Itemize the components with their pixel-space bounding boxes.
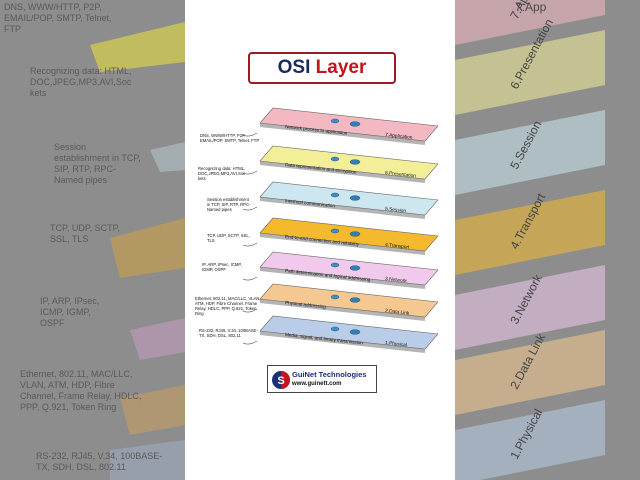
- connector-arrow: [242, 170, 258, 175]
- bg-right-slab: [455, 110, 605, 195]
- layer-slab: [259, 217, 439, 252]
- protocols-application: DNS, WWW/HTTP, P2P, EMAIL/POP, SMTP, Tel…: [200, 133, 260, 143]
- protocols-session: Session establishment in TCP, SIP, RTP, …: [207, 197, 251, 212]
- connector-arrow: [242, 242, 258, 247]
- bg-left-text-4: TCP, UDP, SCTP, SSL, TLS: [50, 223, 121, 244]
- bg-right-layer-7: 7.App: [455, 0, 605, 45]
- network-device-icon: [330, 192, 361, 201]
- protocols-transport: TCP, UDP, SCTP, SSL, TLS: [207, 233, 250, 243]
- network-device-icon: [330, 262, 361, 271]
- protocols-network: IP, ARP, IPsec, ICMP, IGMP, OSPF: [202, 262, 242, 272]
- layer-name: 4.Transport: [385, 242, 411, 251]
- layer-description: Interhost communication: [285, 198, 336, 208]
- layer-name: 1.Physical: [385, 340, 407, 348]
- connector-arrow: [242, 276, 258, 281]
- connector-arrow: [242, 308, 258, 313]
- background-left-panel: [0, 0, 185, 480]
- network-device-icon: [330, 156, 361, 165]
- layer-edge: [260, 233, 425, 255]
- layer-6: Data representation and encryption6.Pres…: [242, 145, 439, 183]
- layer-edge: [260, 331, 425, 353]
- company-url: www.guinett.com: [292, 381, 342, 387]
- connector-arrow: [242, 340, 258, 345]
- network-device-icon: [330, 294, 361, 303]
- layer-name: 3.Network: [385, 276, 408, 284]
- layer-7: Network process to application 7.Applicat…: [242, 107, 439, 145]
- title-osi: OSI: [277, 57, 311, 78]
- protocols-physical: RS-232, RJ45, V.34, 100BASE-TX, SDH, DSL…: [199, 328, 258, 338]
- connector-arrow: [242, 206, 258, 211]
- bg-left-text-2: Recognizing data: HTML, DOC,JPEG,MP3,AVI…: [30, 66, 132, 98]
- bg-left-text-7: RS-232, RJ45, V.34, 100BASE-TX, SDH, DSL…: [36, 451, 163, 472]
- title-layer: Layer: [315, 57, 367, 78]
- layer-description: Network process to application: [285, 124, 348, 136]
- bg-right-label-1: 7.App: [515, 0, 547, 14]
- company-name: GuiNet Technologies: [292, 370, 367, 379]
- bg-left-text-3: Session establishment in TCP, SIP, RTP, …: [54, 142, 141, 185]
- title-box: OSI Layer: [248, 52, 396, 84]
- bg-right-slab: [455, 330, 605, 415]
- bg-left-text-6: Ethernet, 802.11, MAC/LLC, VLAN, ATM, HD…: [20, 369, 142, 412]
- osi-poster: OSI Layer Network process to application…: [185, 0, 455, 480]
- company-logo-box: S GuiNet Technologies www.guinett.com: [267, 365, 377, 393]
- layer-slab: [259, 107, 439, 142]
- bg-right-slab: [455, 30, 605, 115]
- protocols-datalink: Ethernet, 802.11, MAC/LLC, VLAN, ATM, HD…: [195, 296, 261, 316]
- connector-arrow: [242, 132, 258, 137]
- bg-right-slab: [455, 400, 605, 480]
- layer-name: 6.Presentation: [385, 170, 417, 179]
- layer-edge: [260, 161, 425, 183]
- layer-name: 2.Data Link: [385, 308, 410, 317]
- layer-edge: [260, 197, 425, 219]
- layer-slab: [259, 283, 439, 318]
- bg-right-layer-5: 5.Session: [455, 110, 605, 195]
- layer-edge: [260, 267, 425, 289]
- layer-3: Path determination and logical addressin…: [242, 251, 439, 289]
- layer-slab: [259, 315, 439, 350]
- bg-right-slab: [455, 265, 605, 350]
- layer-slab: [259, 145, 439, 180]
- layer-slab: [259, 181, 439, 216]
- bg-right-slab: [455, 190, 605, 275]
- layer-edge: [260, 299, 425, 321]
- network-device-icon: [330, 228, 361, 237]
- bg-left-text-5: IP, ARP, IPsec, ICMP, IGMP, OSPF: [40, 296, 100, 328]
- layer-name: 5.Session: [385, 206, 407, 214]
- bg-left-text-1: DNS, WWW/HTTP, P2P, EMAIL/POP, SMTP, Tel…: [4, 2, 112, 34]
- layer-name: 7.Application: [385, 132, 413, 141]
- background-right-panel: 7.App6.Presentation5.Session4.Transport3…: [455, 0, 640, 480]
- layer-slab: [259, 251, 439, 286]
- protocols-presentation: Recognizing data: HTML, DOC,JPEG,MP3,AVI…: [198, 166, 246, 181]
- layer-5: Interhost communication 5.Session: [242, 181, 439, 219]
- company-logo-mark: S: [277, 375, 284, 387]
- layer-edge: [260, 123, 425, 145]
- bg-right-slab: [455, 0, 605, 45]
- company-logo-icon: S: [272, 371, 290, 389]
- network-device-icon: [330, 326, 361, 335]
- osi-layer-stack: Network process to application 7.Applicat…: [242, 107, 439, 353]
- layer-description: Physical addressing: [285, 300, 327, 309]
- network-device-icon: [330, 118, 361, 127]
- layer-2: Physical addressing 2.Data Link: [242, 283, 439, 321]
